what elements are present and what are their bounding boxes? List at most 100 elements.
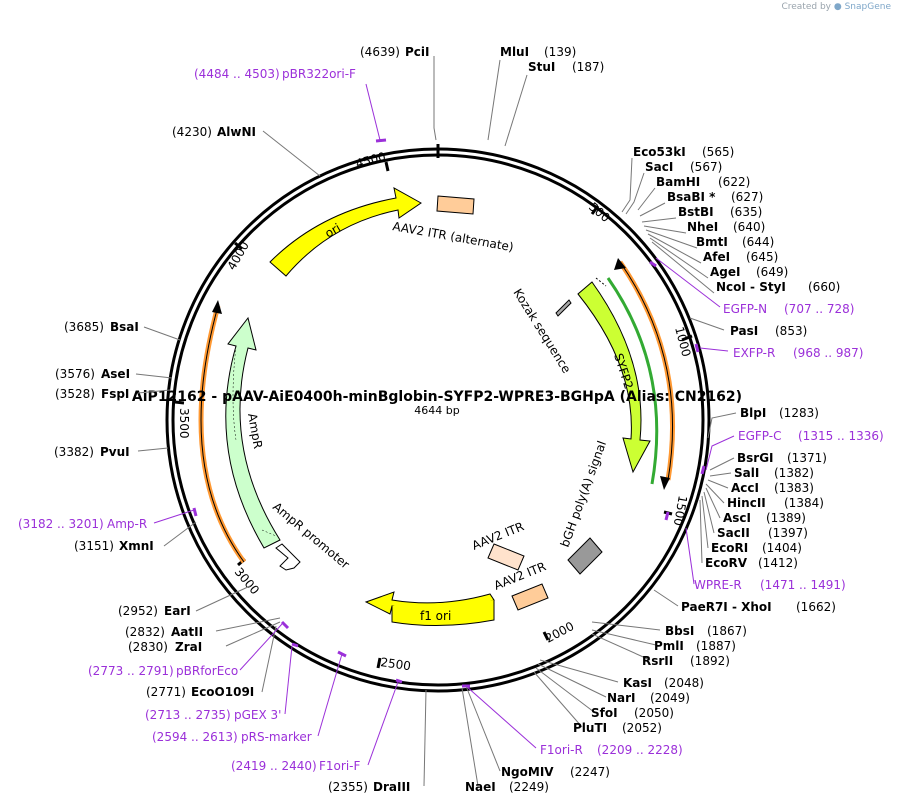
enzyme-saci: SacI xyxy=(645,160,673,174)
enzyme-acci: AccI xyxy=(731,481,759,495)
enzyme-bsai: BsaI xyxy=(110,320,139,334)
snapgene-credit: Created by ● SnapGene xyxy=(781,2,891,12)
plasmid-size: 4644 bp xyxy=(414,404,459,417)
enzyme-pcii: PciI xyxy=(405,45,430,59)
enzyme-pos-eco53ki: (565) xyxy=(702,145,734,159)
enzyme-pasi: PasI xyxy=(730,324,758,338)
enzyme-pos-asci: (1389) xyxy=(766,511,806,525)
enzyme-fspi: FspI xyxy=(101,387,129,401)
orange-track-syfp2-arrow xyxy=(614,258,626,270)
primer-range-prs-marker: (2594 .. 2613) xyxy=(152,730,238,744)
f1-ori-label: f1 ori xyxy=(420,609,451,623)
enzyme-draiii: DraIII xyxy=(373,780,410,794)
enzyme-pos-naei: (2249) xyxy=(509,780,549,794)
primer-exfp-r: EXFP-R xyxy=(733,346,775,360)
enzyme-pos-paer7i-xhoi: (1662) xyxy=(796,600,836,614)
enzyme-pos-nhei: (640) xyxy=(733,220,765,234)
primer-range-amp-r: (3182 .. 3201) xyxy=(18,517,104,531)
primer-range-exfp-r: (968 .. 987) xyxy=(793,346,863,360)
enzyme-pos-saci: (567) xyxy=(690,160,722,174)
enzyme-pos-ecorv: (1412) xyxy=(758,556,798,570)
enzyme-paer7i-xhoi: PaeR7I - XhoI xyxy=(681,600,772,614)
primer-f1ori-f: F1ori-F xyxy=(319,759,360,773)
enzyme-pos-bsai: (3685) xyxy=(64,320,104,334)
enzyme-blpi: BlpI xyxy=(740,406,766,420)
feature-aav2-itr-1: AAV2 ITR xyxy=(470,519,526,571)
feature-f1-ori: f1 ori xyxy=(364,591,495,627)
tick-label-1000: 1000 xyxy=(672,325,693,358)
enzyme-nhei: NheI xyxy=(687,220,718,234)
enzyme-pos-bamhi: (622) xyxy=(718,175,750,189)
enzyme-pos-eco0109i: (2771) xyxy=(146,685,186,699)
primer-range-pbrforeco: (2773 .. 2791) xyxy=(88,664,174,678)
orange-track-syfp2-edge xyxy=(619,261,673,481)
enzyme-pos-bbsi: (1867) xyxy=(707,624,747,638)
enzyme-bsabi: BsaBI * xyxy=(667,190,716,204)
enzyme-pos-bsrgi: (1371) xyxy=(787,451,827,465)
tick-label-2000: 2000 xyxy=(543,619,577,646)
ampr-promoter-label: AmpR promoter xyxy=(270,500,352,572)
enzyme-pos-alwni: (4230) xyxy=(172,125,212,139)
enzyme-pos-pcii: (4639) xyxy=(360,45,400,59)
primer-pgex3: pGEX 3' xyxy=(234,708,281,722)
enzyme-pos-pluti: (2052) xyxy=(622,721,662,735)
enzyme-pos-pasi: (853) xyxy=(775,324,807,338)
tick-label-4500: 4500 xyxy=(354,149,387,170)
primer-egfp-c: EGFP-C xyxy=(738,429,781,443)
enzyme-ngomiv: NgoMIV xyxy=(501,765,554,779)
enzyme-xmni: XmnI xyxy=(119,539,154,553)
primer-egfp-n: EGFP-N xyxy=(723,302,767,316)
enzyme-nari: NarI xyxy=(607,691,636,705)
enzyme-agei: AgeI xyxy=(710,265,740,279)
primer-range-egfp-c: (1315 .. 1336) xyxy=(798,429,884,443)
enzyme-pos-pvui: (3382) xyxy=(54,445,94,459)
enzyme-pvui: PvuI xyxy=(100,445,130,459)
primer-amp-r: Amp-R xyxy=(107,517,147,531)
enzyme-bsrgi: BsrGI xyxy=(737,451,774,465)
primer-pbrforeco: pBRforEco xyxy=(176,664,238,678)
enzyme-sfoi: SfoI xyxy=(591,706,618,720)
enzyme-pos-blpi: (1283) xyxy=(779,406,819,420)
enzyme-mlui: MluI xyxy=(500,45,529,59)
enzyme-pos-pmli: (1887) xyxy=(696,639,736,653)
enzyme-bbsi: BbsI xyxy=(665,624,694,638)
primer-marks xyxy=(192,138,706,688)
green-track-syfp2-arrow xyxy=(660,476,670,490)
enzyme-pos-bmti: (644) xyxy=(742,235,774,249)
enzyme-pos-nari: (2049) xyxy=(650,691,690,705)
enzyme-stui: StuI xyxy=(528,60,555,74)
enzyme-asei: AseI xyxy=(101,367,130,381)
enzyme-pos-kasi: (2048) xyxy=(664,676,704,690)
itr-alternate-label: AAV2 ITR (alternate) xyxy=(391,219,514,254)
enzyme-pmli: PmlI xyxy=(654,639,684,653)
tick-label-3500: 3500 xyxy=(177,408,191,439)
enzyme-pos-sacii: (1397) xyxy=(768,526,808,540)
enzyme-pos-aatii: (2832) xyxy=(125,625,165,639)
ampr-label: AmpR xyxy=(245,412,265,450)
enzyme-kasi: KasI xyxy=(623,676,652,690)
credit-prefix: Created by xyxy=(781,2,831,12)
tick-label-1500: 1500 xyxy=(671,494,690,527)
enzyme-naei: NaeI xyxy=(465,780,496,794)
enzyme-pos-draiii: (2355) xyxy=(328,780,368,794)
enzyme-pos-stui: (187) xyxy=(572,60,604,74)
enzyme-sacii: SacII xyxy=(717,526,750,540)
feature-ori: ori xyxy=(269,187,422,277)
enzyme-pos-afei: (645) xyxy=(746,250,778,264)
feature-kozak-sequence: Kozak sequence xyxy=(510,286,573,376)
bgh-label: bGH poly(A) signal xyxy=(558,439,609,549)
ori-label: ori xyxy=(323,221,344,241)
kozak-label: Kozak sequence xyxy=(510,286,573,376)
enzyme-asci: AscI xyxy=(723,511,751,525)
enzyme-zrai: ZraI xyxy=(175,640,202,654)
enzyme-labels: (4639) PciI MluI (139) StuI (187) Eco53k… xyxy=(54,45,840,794)
enzyme-ecori: EcoRI xyxy=(711,541,748,555)
feature-bgh-polya: bGH poly(A) signal xyxy=(558,439,609,575)
enzyme-bstbi: BstBI xyxy=(678,205,714,219)
primer-f1ori-r: F1ori-R xyxy=(540,743,583,757)
feature-syfp2: SYFP2 xyxy=(577,277,651,474)
credit-brand: SnapGene xyxy=(844,2,891,12)
enzyme-pos-bstbi: (635) xyxy=(730,205,762,219)
feature-ampr: AmpR xyxy=(225,316,281,549)
